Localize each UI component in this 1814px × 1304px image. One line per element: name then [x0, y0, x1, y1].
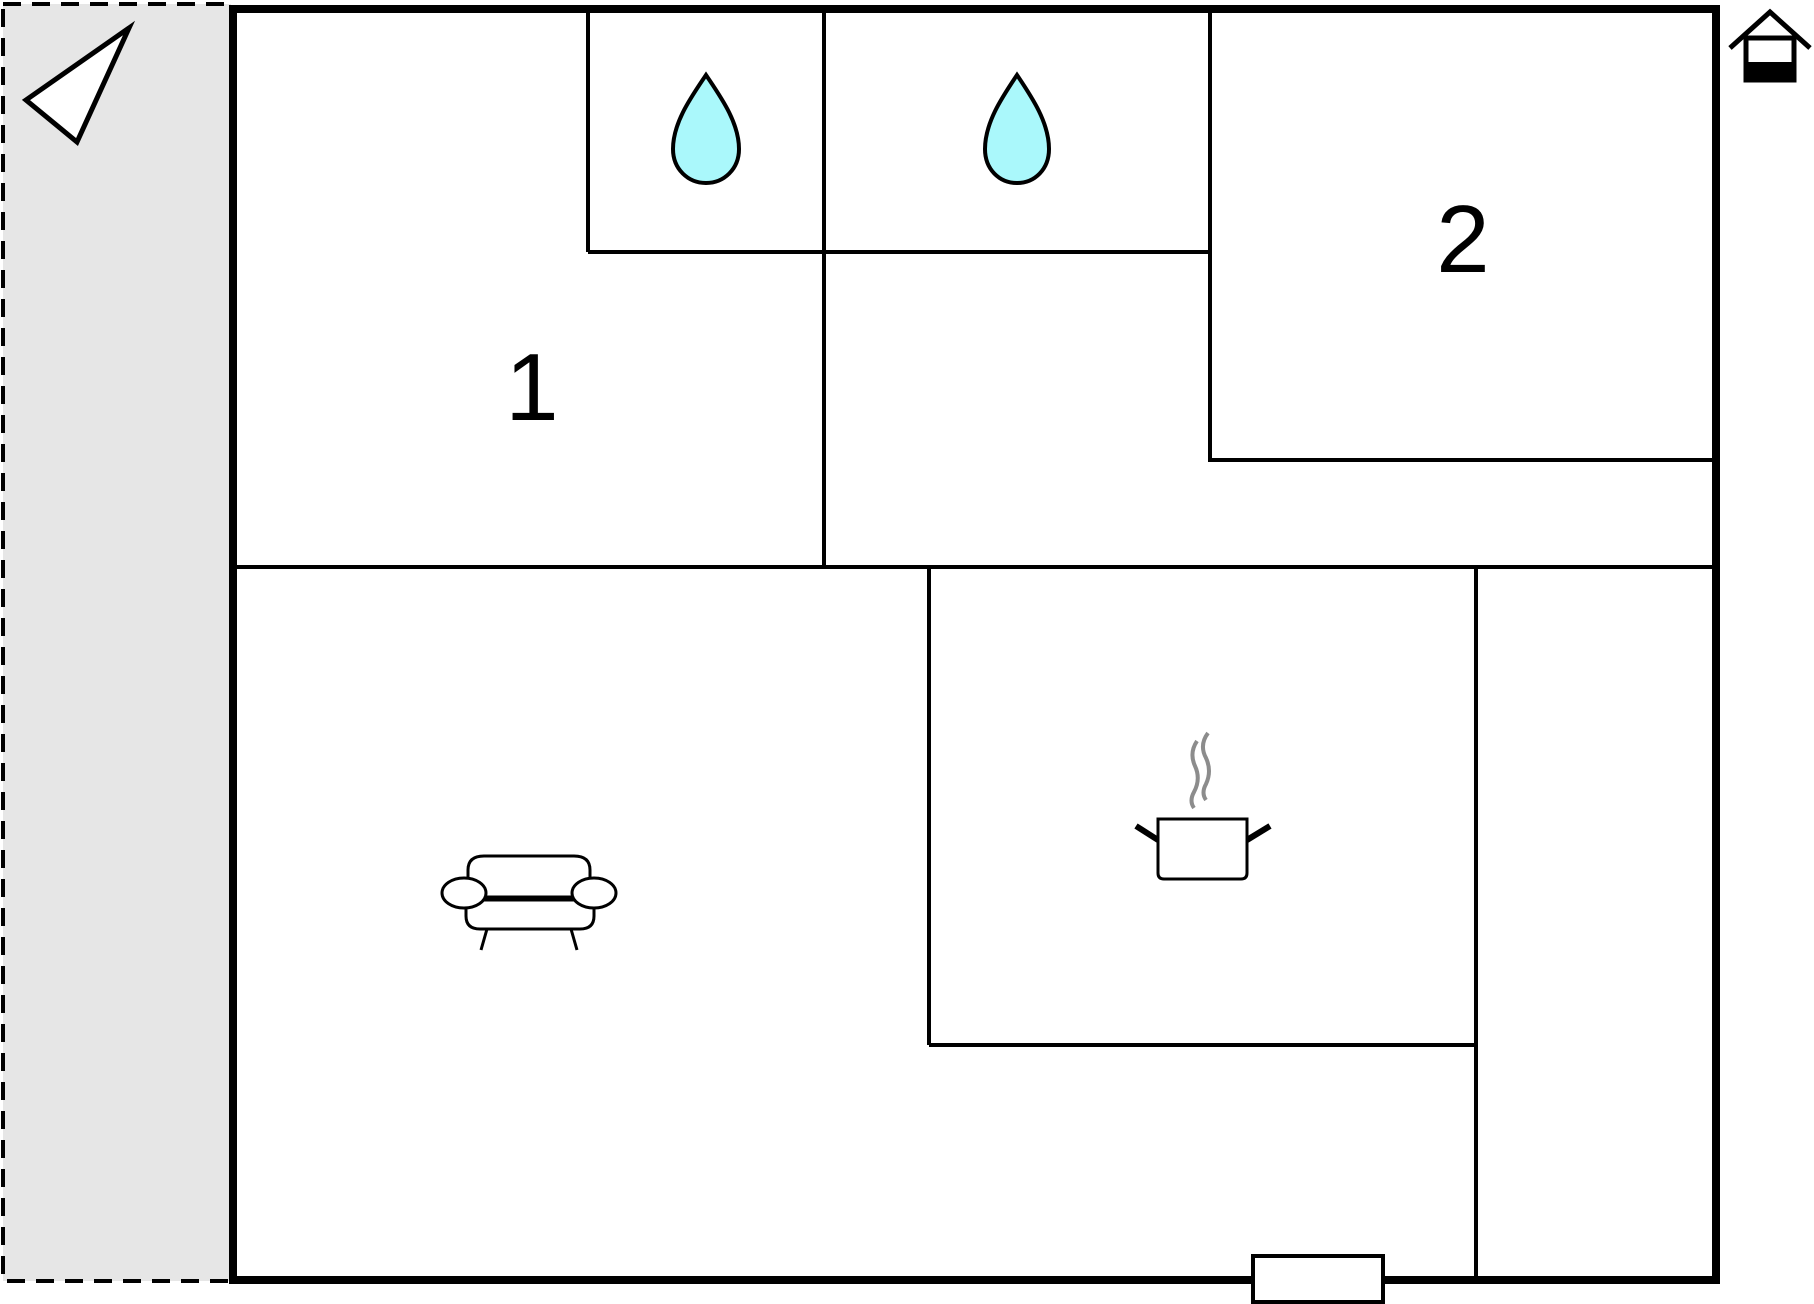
entrance-door-icon [1251, 1254, 1385, 1304]
room-label-2: 2 [1436, 186, 1489, 293]
interior-walls [233, 9, 1716, 1280]
house-floor-icon [1728, 8, 1812, 83]
water-drop-icon [982, 71, 1052, 186]
outer-wall [229, 5, 1720, 1284]
room-label-1: 1 [505, 334, 558, 441]
sofa-icon [440, 854, 618, 951]
cooking-pot-icon [1134, 731, 1272, 881]
terrace-area [1, 2, 233, 1283]
north-arrow-icon [21, 20, 136, 146]
water-drop-icon [670, 71, 742, 186]
